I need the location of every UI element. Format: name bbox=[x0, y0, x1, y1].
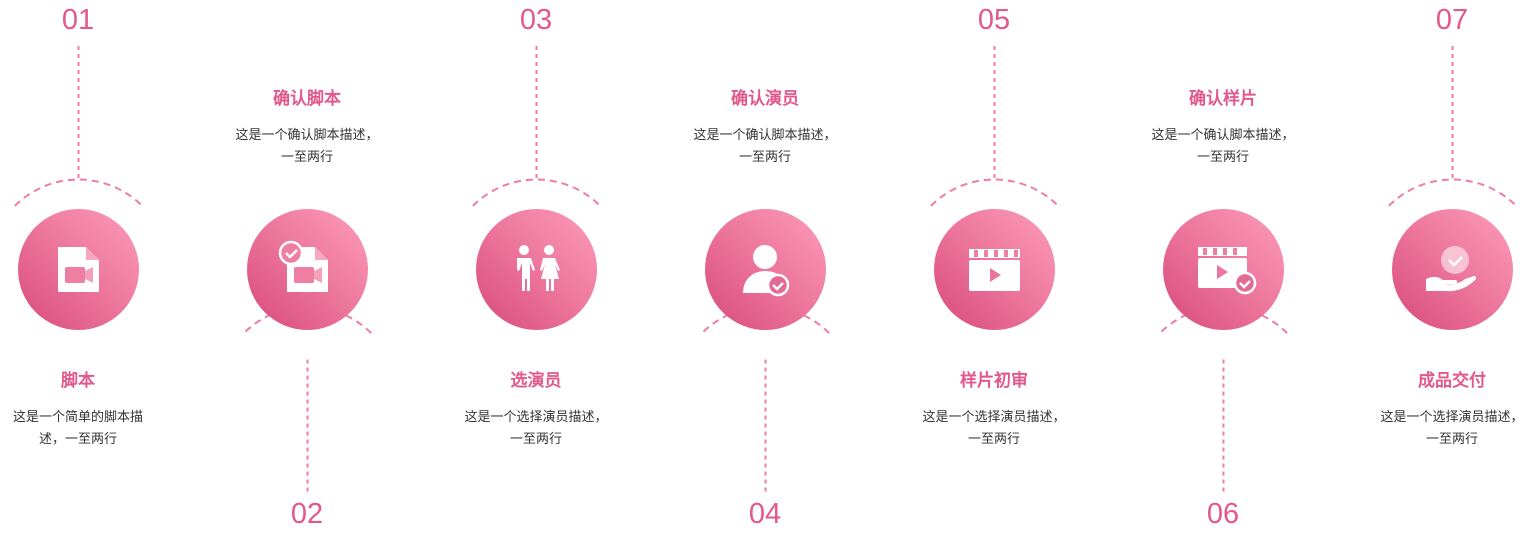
step-05: 05 样片初审 这是一个选择演员描述，一至两行 bbox=[880, 0, 1109, 537]
step-title: 确认脚本 bbox=[273, 89, 341, 109]
clapperboard-check-icon bbox=[1197, 247, 1256, 295]
step-description: 这是一个选择演员描述，一至两行 bbox=[1380, 410, 1524, 447]
step-06: 06 确认样片 这是一个确认脚本描述，一至两行 bbox=[1109, 0, 1338, 537]
step-description: 这是一个确认脚本描述，一至两行 bbox=[1151, 128, 1295, 165]
dashed-connector bbox=[929, 46, 1059, 207]
step-07: 07 成品交付 这是一个选择演员描述，一至两行 bbox=[1338, 0, 1530, 537]
step-circle bbox=[1162, 209, 1284, 330]
step-title: 脚本 bbox=[61, 371, 95, 391]
step-title: 确认样片 bbox=[1189, 89, 1257, 109]
script-video-icon bbox=[57, 247, 99, 292]
step-number: 04 bbox=[748, 498, 782, 530]
step-title: 确认演员 bbox=[731, 89, 799, 109]
step-description: 这是一个确认脚本描述，一至两行 bbox=[235, 128, 379, 165]
step-title: 样片初审 bbox=[960, 371, 1028, 391]
script-check-icon bbox=[278, 240, 328, 292]
step-circle bbox=[933, 209, 1055, 330]
step-title: 成品交付 bbox=[1418, 371, 1486, 391]
step-circle bbox=[246, 209, 368, 330]
dashed-connector bbox=[13, 46, 143, 207]
step-number: 01 bbox=[61, 4, 95, 36]
step-number: 02 bbox=[290, 498, 324, 530]
clapperboard-icon bbox=[968, 249, 1020, 291]
dashed-connector bbox=[1158, 305, 1288, 492]
step-title: 选演员 bbox=[510, 371, 562, 391]
step-03: 03 选演员 这是一个选择演员描述，一至两行 bbox=[422, 0, 651, 537]
actors-icon bbox=[516, 245, 560, 291]
dashed-connector bbox=[1387, 46, 1517, 207]
step-number: 05 bbox=[977, 4, 1011, 36]
step-circle bbox=[704, 209, 826, 330]
dashed-connector bbox=[471, 46, 601, 207]
step-01: 01 脚本 这是一个简单的脚本描述，一至两行 bbox=[0, 0, 193, 537]
step-description: 这是一个确认脚本描述，一至两行 bbox=[693, 128, 837, 165]
step-number: 06 bbox=[1206, 498, 1240, 530]
step-number: 03 bbox=[519, 4, 553, 36]
step-circle bbox=[1391, 209, 1513, 330]
hand-check-icon bbox=[1425, 246, 1476, 292]
step-description: 这是一个简单的脚本描述，一至两行 bbox=[12, 410, 143, 447]
step-circle bbox=[475, 209, 597, 330]
step-02: 02 确认脚本 这是一个确认脚本描述，一至两行 bbox=[193, 0, 422, 537]
step-04: 04 确认演员 这是一个确认脚本描述，一至两行 bbox=[651, 0, 880, 537]
user-check-icon bbox=[742, 245, 789, 297]
dashed-connector bbox=[242, 305, 372, 492]
step-description: 这是一个选择演员描述，一至两行 bbox=[922, 410, 1066, 447]
dashed-connector bbox=[700, 305, 830, 492]
step-description: 这是一个选择演员描述，一至两行 bbox=[464, 410, 608, 447]
step-circle bbox=[17, 209, 139, 330]
step-number: 07 bbox=[1435, 4, 1469, 36]
